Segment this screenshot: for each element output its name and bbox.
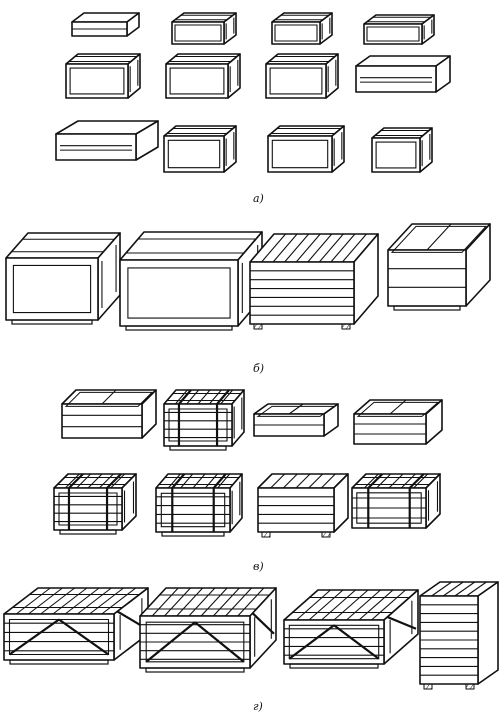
caption-group-c: в) [253, 560, 264, 573]
crate-3-6 [155, 473, 243, 537]
crate-4-1 [3, 587, 149, 665]
caption-group-d: г) [253, 700, 263, 713]
crate-1-7 [265, 53, 339, 99]
caption-group-b: б) [253, 362, 265, 375]
crate-group-a [55, 12, 451, 173]
crate-1-2 [171, 12, 237, 45]
crate-group-c [53, 389, 443, 538]
crate-1-5 [65, 53, 141, 99]
crate-group-d [3, 581, 499, 690]
crate-1-12 [371, 127, 433, 173]
crate-1-4 [363, 14, 435, 45]
crate-3-3 [253, 403, 339, 437]
crate-2-3 [249, 233, 379, 330]
crate-1-6 [165, 53, 241, 99]
crate-1-8 [355, 55, 451, 93]
crate-1-1 [71, 12, 140, 37]
crate-4-2 [139, 587, 277, 673]
crate-1-3 [271, 12, 333, 45]
crate-group-b [5, 223, 491, 331]
crate-2-1 [5, 232, 121, 325]
crate-3-8 [351, 473, 441, 529]
crate-1-11 [267, 125, 345, 173]
crate-3-7 [257, 473, 349, 538]
crate-3-1 [61, 389, 157, 439]
crate-3-4 [353, 399, 443, 445]
crate-3-5 [53, 473, 137, 535]
crate-2-4 [387, 223, 491, 311]
crate-3-2 [163, 389, 245, 451]
crate-1-9 [55, 120, 159, 161]
caption-group-a: а) [253, 192, 264, 205]
crate-2-2 [119, 231, 263, 331]
crate-4-4 [419, 581, 499, 690]
crate-1-10 [163, 125, 237, 173]
crate-4-3 [283, 589, 419, 669]
